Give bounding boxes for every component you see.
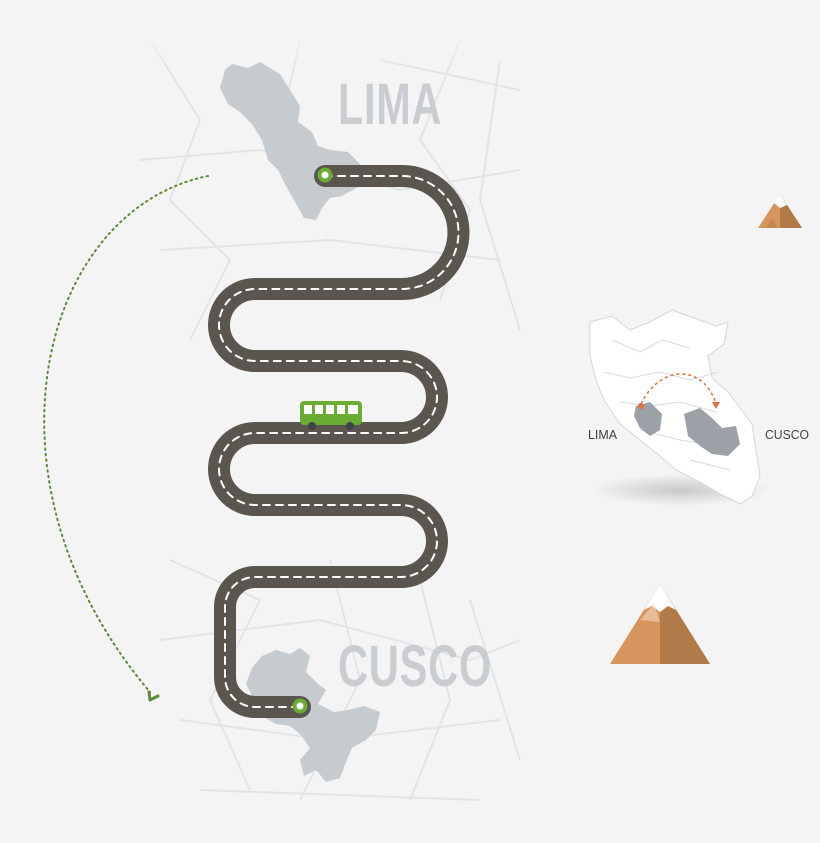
peru-map-shape — [589, 309, 761, 505]
lima-label: LIMA — [338, 72, 442, 137]
mountain-icon-large — [610, 584, 710, 664]
cusco-region-shape — [246, 648, 380, 782]
lima-pin-icon — [317, 167, 333, 183]
mini-cusco-label: CUSCO — [765, 427, 809, 442]
lima-mini-region — [634, 402, 662, 436]
winding-road — [208, 165, 470, 718]
cusco-pin-icon — [292, 698, 308, 714]
mountain-icon-small — [758, 194, 802, 228]
bus-icon — [300, 401, 362, 430]
mini-lima-label: LIMA — [588, 427, 617, 442]
mini-map: LIMA CUSCO — [588, 309, 809, 506]
dotted-arrow-icon — [43, 175, 209, 702]
cusco-label: CUSCO — [338, 634, 492, 699]
cusco-mini-region — [684, 408, 740, 456]
mini-route-arrow — [640, 373, 717, 405]
